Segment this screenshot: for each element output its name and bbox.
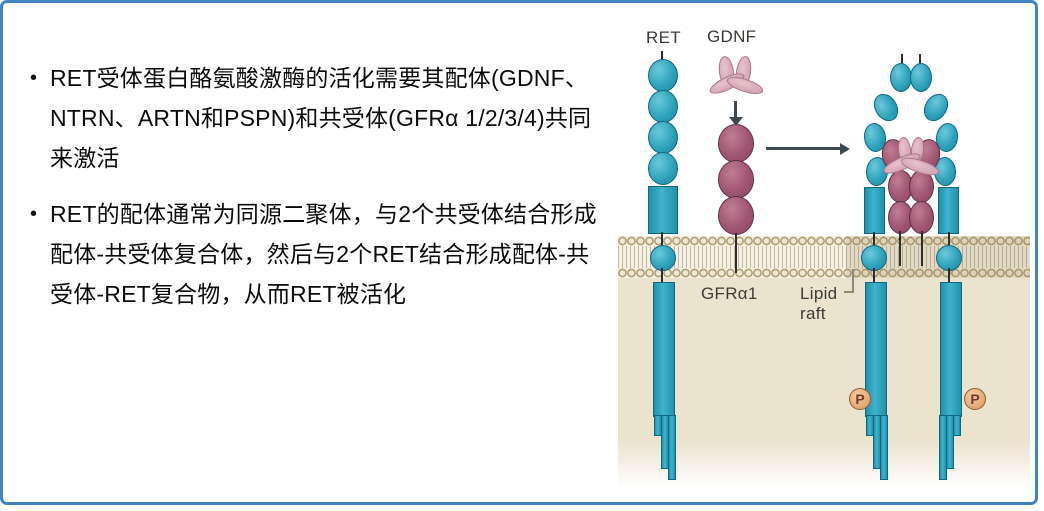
membrane-outer-leaflet — [618, 236, 1030, 246]
phospho-badge: P — [964, 388, 986, 410]
gfra1-gpi-anchor — [899, 231, 901, 266]
ret-stem-line — [661, 51, 663, 65]
ret-stem-line — [919, 54, 921, 66]
ret-ectodomain-oval — [890, 63, 912, 92]
ret-ectodomain-oval — [648, 90, 678, 123]
gfra1-domain-oval — [909, 170, 934, 203]
ret-transmembrane-oval — [936, 245, 962, 271]
gfra1-gpi-anchor — [735, 233, 737, 273]
gfra1-domain-oval — [888, 170, 913, 203]
ret-kinase-tail-bar — [946, 415, 954, 469]
ret-stem-line — [873, 232, 875, 250]
ret-cysteine-rich-domain — [648, 186, 678, 234]
bullet-text-ret-complex: RET的配体通常为同源二聚体，与2个共受体结合形成 配体-共受体复合体，然后与2… — [50, 201, 597, 307]
ret-stem-line — [873, 268, 875, 285]
lipid-raft-leader-line — [852, 269, 854, 293]
ret-label: RET — [646, 28, 681, 47]
gfra1-domain-oval — [718, 124, 754, 163]
membrane-inner-leaflet — [618, 268, 1030, 278]
gfra1-domain-oval — [909, 201, 934, 234]
ret-transmembrane-oval — [650, 245, 676, 271]
ret-ectodomain-oval — [868, 89, 904, 126]
ret-stem-line — [901, 54, 903, 66]
binding-down-arrow-head — [729, 117, 743, 126]
ret-ectodomain-oval — [648, 59, 678, 92]
gdnf-label: GDNF — [707, 27, 757, 46]
bullet-item: • RET受体蛋白酪氨酸激酶的活化需要其配体(GDNF、 NTRN、ARTN和P… — [30, 58, 610, 178]
ret-stem-line — [661, 232, 663, 250]
ret-stem-line — [948, 232, 950, 250]
gfra1-label: GFRα1 — [701, 284, 758, 303]
reaction-arrow — [766, 147, 842, 150]
ret-activation-diagram: RET GDNF — [618, 11, 1030, 502]
reaction-arrow-head — [840, 143, 850, 155]
lipid-raft-label: Lipid raft — [800, 284, 838, 323]
binding-down-arrow — [734, 101, 737, 118]
gfra1-gpi-anchor — [921, 231, 923, 266]
gfra1-domain-oval — [888, 201, 913, 234]
gfra1-domain-oval — [718, 160, 754, 199]
ret-kinase-tail-bar — [880, 415, 888, 480]
ret-kinase-domain-rod — [653, 282, 675, 417]
membrane-lipid-tails — [618, 246, 1030, 268]
bullet-item: • RET的配体通常为同源二聚体，与2个共受体结合形成 配体-共受体复合体，然后… — [30, 194, 610, 314]
ret-kinase-domain-rod — [940, 282, 962, 417]
ret-stem-line — [661, 268, 663, 285]
ret-stem-line — [948, 268, 950, 285]
bullet-text-ret-activation: RET受体蛋白酪氨酸激酶的活化需要其配体(GDNF、 NTRN、ARTN和PSP… — [50, 65, 592, 171]
bullet-marker: • — [30, 203, 38, 225]
ret-ectodomain-oval — [910, 63, 932, 92]
gfra1-domain-oval — [718, 196, 754, 235]
ret-cysteine-rich-domain — [938, 187, 959, 234]
bullet-marker: • — [30, 67, 38, 89]
ret-ectodomain-oval — [648, 152, 678, 185]
ret-ectodomain-oval — [648, 121, 678, 154]
lipid-raft-leader-line — [844, 291, 853, 293]
ret-cysteine-rich-domain — [864, 187, 885, 234]
ret-kinase-tail-bar — [668, 415, 676, 480]
ret-kinase-tail-bar — [953, 415, 961, 436]
bullet-list: • RET受体蛋白酪氨酸激酶的活化需要其配体(GDNF、 NTRN、ARTN和P… — [30, 58, 610, 330]
ret-ectodomain-oval — [918, 89, 954, 126]
phospho-badge: P — [849, 388, 871, 410]
